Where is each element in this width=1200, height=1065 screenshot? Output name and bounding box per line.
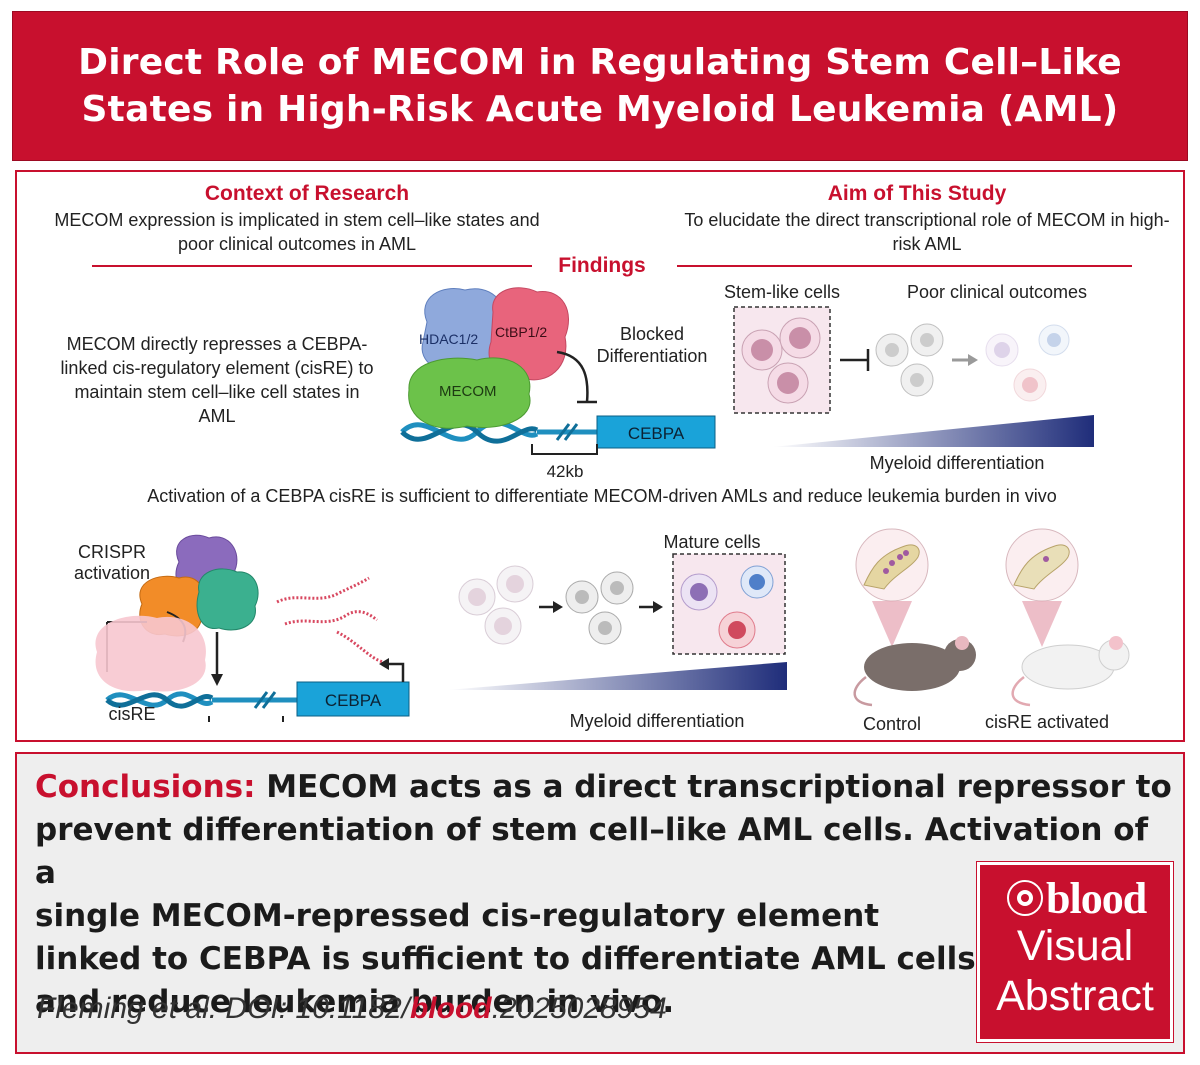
blocked-label-1: Blocked (619, 324, 685, 344)
context-heading: Context of Research (204, 182, 410, 205)
mature-cells-label: Mature cells (663, 532, 761, 552)
conclusions-label: Conclusions: (35, 769, 256, 805)
transcription-arrow-icon (387, 662, 405, 682)
conclusions-line-1: MECOM acts as a direct transcriptional r… (266, 769, 1172, 805)
blood-visual-abstract-logo: blood Visual Abstract (977, 862, 1173, 1042)
progenitor-cell-icon (875, 323, 944, 397)
guide-rna-icon (276, 576, 384, 664)
logo-brand: blood (1046, 874, 1147, 923)
stem-cell-icon (741, 317, 821, 404)
title-banner: Direct Role of MECOM in Regulating Stem … (12, 11, 1188, 161)
page-title: Direct Role of MECOM in Regulating Stem … (78, 42, 1122, 130)
dcas9-blob-icon (95, 615, 206, 692)
society-seal-icon (1007, 880, 1043, 916)
conclusions-panel: Conclusions: MECOM acts as a direct tran… (15, 752, 1185, 1054)
aim-heading: Aim of This Study (827, 182, 1007, 205)
treated-mouse-icon (1011, 636, 1130, 707)
conclusions-line-4: linked to CEBPA is sufficient to differe… (35, 941, 976, 977)
citation: Fleming et al. DOI: 10.1182/blood.202502… (37, 992, 667, 1026)
myeloid-diff-label-1: Myeloid differentiation (869, 453, 1045, 473)
differentiation-series-diagram (447, 553, 787, 690)
poor-outcomes-label: Poor clinical outcomes (906, 282, 1088, 302)
citation-journal: blood (409, 992, 492, 1025)
differentiation-block-diagram (733, 306, 1094, 447)
mecom-label: MECOM (439, 383, 497, 400)
myeloid-gradient-wedge (772, 415, 1094, 447)
myeloid-gradient-wedge-2 (447, 662, 787, 690)
bone-marrow-icon (855, 528, 929, 602)
logo-line-1: Visual (1016, 922, 1134, 970)
mature-cell-icon (985, 324, 1070, 402)
progenitor-cell-icon (565, 571, 634, 645)
finding1-text: MECOM directly represses a CEBPA-linked … (60, 334, 374, 426)
hdac-label: HDAC1/2 (419, 331, 478, 347)
crispr-label-1: CRISPR (77, 542, 146, 562)
crispr-label-2: activation (73, 563, 151, 583)
citation-suffix: .2025028954 (491, 992, 667, 1025)
distance-label: 42kb (547, 462, 584, 481)
cebpa-gene-box (596, 415, 716, 449)
findings-heading: Findings (558, 254, 646, 277)
dna-helix-icon (105, 691, 297, 709)
aim-text: To elucidate the direct transcriptional … (684, 210, 1170, 254)
context-text: MECOM expression is implicated in stem c… (54, 210, 540, 254)
research-panel: Context of Research MECOM expression is … (15, 170, 1185, 742)
mouse-model-diagram (853, 528, 1130, 707)
conclusions-line-2: prevent differentiation of stem cell–lik… (35, 812, 1149, 891)
citation-prefix: Fleming et al. DOI: 10.1182/ (37, 992, 410, 1025)
distance-bracket (531, 444, 598, 455)
conclusions-line-5: and reduce leukemia burden in vivo. (35, 984, 675, 1020)
mature-cell-icon (680, 565, 774, 649)
cebpa-label: CEBPA (628, 424, 685, 443)
stem-cell-icon (458, 565, 534, 645)
cisre-activated-label: cisRE activated (984, 712, 1110, 732)
dna-helix-icon (400, 420, 597, 444)
control-label: Control (862, 714, 922, 734)
logo-visual-abstract: Visual Abstract (980, 921, 1170, 1021)
repression-diagram: HDAC1/2 CtBP1/2 MECOM CEBPA 42kb (400, 287, 716, 481)
crispr-activation-diagram: CEBPA (95, 534, 410, 722)
logo-line-2: Abstract (996, 972, 1154, 1020)
conclusions-text: Conclusions: MECOM acts as a direct tran… (35, 766, 1175, 1024)
conclusions-line-3: single MECOM-repressed cis-regulatory el… (35, 898, 880, 934)
stem-cells-label: Stem-like cells (723, 282, 841, 302)
findings-rule-left (92, 265, 532, 267)
repression-arrow-icon (556, 350, 589, 403)
mecom-protein-icon (408, 357, 531, 429)
finding2-text: Activation of a CEBPA cisRE is sufficien… (147, 486, 1057, 506)
ctbp-label: CtBP1/2 (495, 324, 547, 340)
control-mouse-icon (853, 636, 976, 707)
cisre-label: cisRE (108, 704, 156, 724)
cebpa-gene-box-2 (296, 681, 410, 717)
blocked-label-2: Differentiation (596, 346, 708, 366)
myeloid-diff-label-2: Myeloid differentiation (569, 711, 745, 731)
cebpa-label-2: CEBPA (325, 691, 382, 710)
bone-marrow-icon (1005, 528, 1079, 602)
findings-rule-right (677, 265, 1132, 267)
